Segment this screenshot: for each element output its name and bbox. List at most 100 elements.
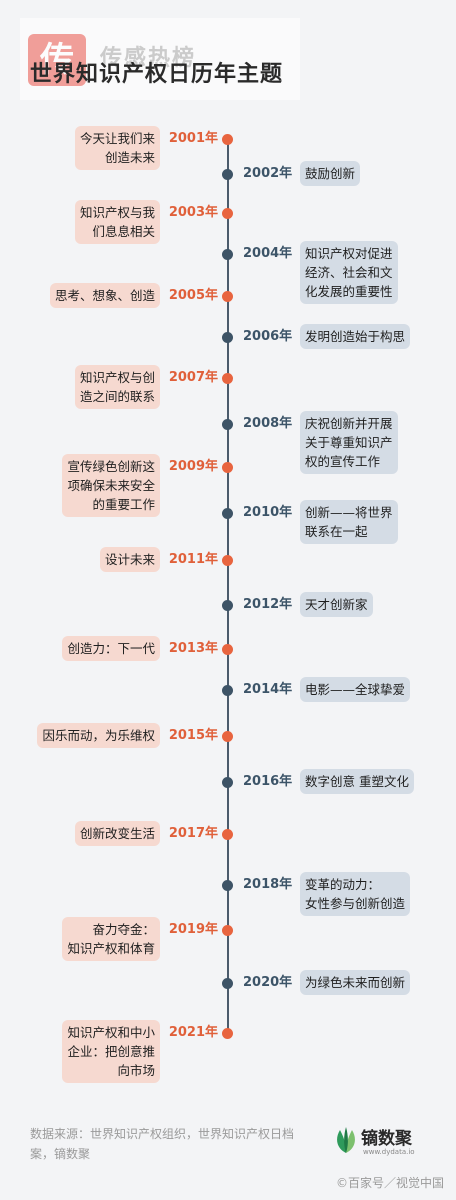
timeline-year: 2011年 (168, 552, 218, 567)
theme-line: 关于尊重知识产 (305, 435, 393, 450)
timeline-year: 2001年 (168, 131, 218, 146)
timeline-theme: 知识产权与我们息息相关 (74, 200, 160, 244)
timeline-theme: 思考、想象、创造 (49, 283, 160, 308)
timeline-year: 2014年 (243, 682, 293, 697)
timeline-year: 2016年 (243, 774, 293, 789)
timeline-theme: 今天让我们来创造未来 (74, 126, 160, 170)
timeline-theme: 设计未来 (99, 547, 160, 572)
theme-line: 今天让我们来 (79, 131, 155, 146)
theme-line: 知识产权和中小 (67, 1025, 155, 1040)
theme-line: 造之间的联系 (79, 389, 155, 404)
timeline-dot (222, 291, 233, 302)
theme-line: 的重要工作 (92, 497, 155, 512)
theme-line: 为绿色未来而创新 (305, 975, 406, 990)
theme-line: 奋力夺金： (92, 922, 155, 937)
timeline-dot (222, 978, 233, 989)
timeline-year: 2006年 (243, 329, 293, 344)
timeline-dot (222, 208, 233, 219)
timeline-theme: 创新改变生活 (74, 821, 160, 846)
timeline-year: 2018年 (243, 877, 293, 892)
timeline-theme: 数字创意 重塑文化 (300, 769, 414, 794)
timeline-theme: 为绿色未来而创新 (300, 970, 411, 995)
theme-line: 天才创新家 (305, 597, 368, 612)
theme-line: 创新——将世界 (305, 505, 393, 520)
theme-line: 化发展的重要性 (305, 284, 393, 299)
timeline-dot (222, 555, 233, 566)
theme-line: 创造力：下一代 (67, 641, 155, 656)
timeline-dot (222, 829, 233, 840)
timeline-dot (222, 134, 233, 145)
theme-line: 联系在一起 (305, 524, 368, 539)
theme-line: 变革的动力： (305, 877, 381, 892)
timeline-year: 2021年 (168, 1025, 218, 1040)
timeline-year: 2020年 (243, 975, 293, 990)
theme-line: 知识产权与我 (79, 205, 155, 220)
theme-line: 企业：把创意推 (67, 1044, 155, 1059)
watermark-name: 传感热榜 (100, 46, 197, 71)
theme-line: 宣传绿色创新这 (67, 459, 155, 474)
theme-line: 女性参与创新创造 (305, 896, 406, 911)
timeline-theme: 宣传绿色创新这项确保未来安全的重要工作 (62, 454, 160, 517)
theme-line: 知识产权对促进 (305, 246, 393, 261)
timeline-year: 2017年 (168, 826, 218, 841)
timeline-year: 2004年 (243, 246, 293, 261)
timeline-year: 2005年 (168, 288, 218, 303)
timeline-theme: 知识产权和中小企业：把创意推向市场 (62, 1020, 160, 1083)
timeline-year: 2019年 (168, 922, 218, 937)
theme-line: 向市场 (117, 1063, 155, 1078)
timeline-dot (222, 1028, 233, 1039)
timeline-dot (222, 419, 233, 430)
timeline-year: 2002年 (243, 166, 293, 181)
timeline-dot (222, 731, 233, 742)
brand-name: 镝数聚 (361, 1129, 412, 1149)
theme-line: 知识产权和体育 (67, 941, 155, 956)
timeline-year: 2003年 (168, 205, 218, 220)
timeline-theme: 创造力：下一代 (62, 636, 160, 661)
timeline-theme: 庆祝创新并开展关于尊重知识产权的宣传工作 (300, 411, 398, 474)
page-title: 世界知识产权日历年主题 (30, 62, 284, 87)
theme-line: 电影——全球挚爱 (305, 682, 406, 697)
timeline-dot (222, 685, 233, 696)
timeline-theme: 电影——全球挚爱 (300, 677, 411, 702)
theme-line: 创造未来 (104, 150, 155, 165)
theme-line: 庆祝创新并开展 (305, 416, 393, 431)
theme-line: 创新改变生活 (79, 826, 155, 841)
timeline-dot (222, 880, 233, 891)
timeline-dot (222, 462, 233, 473)
timeline-theme: 知识产权与创造之间的联系 (74, 365, 160, 409)
timeline-theme: 奋力夺金： 知识产权和体育 (62, 917, 160, 961)
timeline-dot (222, 925, 233, 936)
timeline-year: 2010年 (243, 505, 293, 520)
theme-line: 们息息相关 (92, 224, 155, 239)
timeline-theme: 因乐而动，为乐维权 (37, 723, 160, 748)
timeline-year: 2015年 (168, 728, 218, 743)
brand-url: www.dydata.io (363, 1148, 415, 1156)
theme-line: 设计未来 (104, 552, 155, 567)
theme-line: 思考、想象、创造 (54, 288, 155, 303)
leaf-icon (337, 1127, 355, 1153)
theme-line: 发明创造始于构思 (305, 329, 406, 344)
image-credit: ©百家号／视觉中国 (335, 1176, 444, 1190)
timeline-theme: 创新——将世界联系在一起 (300, 500, 398, 544)
timeline-year: 2007年 (168, 370, 218, 385)
timeline-theme: 天才创新家 (300, 592, 373, 617)
timeline-theme: 发明创造始于构思 (300, 324, 411, 349)
timeline-year: 2013年 (168, 641, 218, 656)
timeline-year: 2009年 (168, 459, 218, 474)
timeline-dot (222, 249, 233, 260)
timeline-dot (222, 373, 233, 384)
timeline-dot (222, 508, 233, 519)
timeline-dot (222, 777, 233, 788)
theme-line: 经济、社会和文 (305, 265, 393, 280)
timeline-theme: 鼓励创新 (300, 161, 361, 186)
timeline-dot (222, 600, 233, 611)
data-source: 数据来源：世界知识产权组织，世界知识产权日档案，镝数聚 (30, 1127, 295, 1161)
theme-line: 权的宣传工作 (305, 454, 381, 469)
brand-logo: 镝数聚 www.dydata.io (333, 1124, 443, 1164)
timeline-axis (227, 139, 229, 1034)
timeline-dot (222, 332, 233, 343)
theme-line: 鼓励创新 (305, 166, 356, 181)
watermark-logo: 传 (28, 34, 86, 86)
timeline-theme: 变革的动力： 女性参与创新创造 (300, 872, 411, 916)
